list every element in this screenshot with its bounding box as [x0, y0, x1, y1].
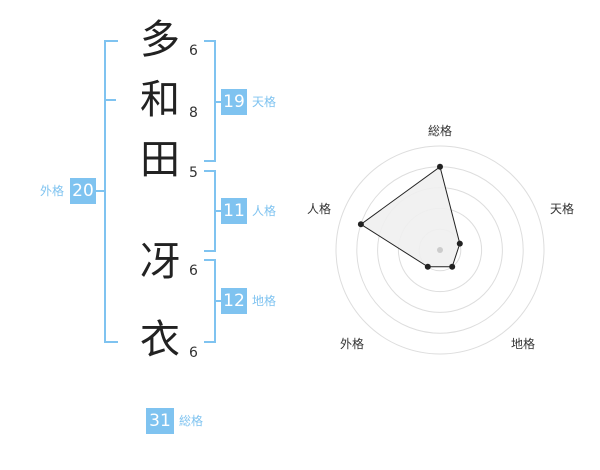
gaikaku-label: 外格: [40, 184, 65, 198]
radar-axis-label-gaikaku: 外格: [340, 337, 365, 351]
radar-axis-label-soukaku: 総格: [428, 124, 453, 138]
radar-point-3: [449, 263, 456, 270]
soukaku-value-badge: 31: [146, 408, 174, 434]
radar-series-polygon: [360, 165, 461, 268]
gaikaku-connector: [96, 190, 104, 192]
tenkaku-label: 天格: [252, 95, 277, 109]
radar-center-dot: [437, 247, 443, 253]
radar-axis-label-chikaku: 地格: [511, 337, 536, 351]
radar-point-1: [437, 163, 443, 170]
name-char-5: 衣: [140, 317, 180, 363]
jinkaku-label: 人格: [252, 204, 277, 218]
soukaku-label: 総格: [179, 414, 204, 428]
name-char-2: 和: [140, 77, 180, 123]
gaikaku-bracket: [104, 40, 118, 343]
radar-point-5: [357, 221, 364, 228]
stroke-count-2: 8: [189, 105, 198, 121]
jinkaku-bracket: [204, 170, 216, 252]
chikaku-bracket: [204, 259, 216, 343]
chikaku-value-badge: 12: [221, 288, 247, 314]
name-char-1: 多: [140, 17, 180, 63]
radar-grid-ring-5: [335, 145, 545, 355]
radar-point-2: [456, 240, 463, 247]
tenkaku-value-badge: 19: [221, 89, 247, 115]
stroke-count-5: 6: [189, 345, 198, 361]
radar-point-4: [424, 263, 431, 270]
stroke-count-3: 5: [189, 165, 198, 181]
jinkaku-connector: [216, 210, 222, 212]
name-char-4: 冴: [140, 239, 180, 285]
jinkaku-value-badge: 11: [221, 198, 247, 224]
radar-axis-label-jinkaku: 人格: [307, 202, 332, 216]
tenkaku-bracket: [204, 40, 216, 162]
name-char-3: 田: [140, 137, 180, 183]
stroke-count-4: 6: [189, 263, 198, 279]
chikaku-label: 地格: [252, 294, 277, 308]
chikaku-connector: [216, 300, 222, 302]
stroke-count-1: 6: [189, 43, 198, 59]
gaikaku-value-badge: 20: [70, 178, 96, 204]
tenkaku-connector: [216, 101, 222, 103]
radar-axis-label-tenkaku: 天格: [550, 202, 575, 216]
gaikaku-mid-tick: [104, 99, 116, 101]
